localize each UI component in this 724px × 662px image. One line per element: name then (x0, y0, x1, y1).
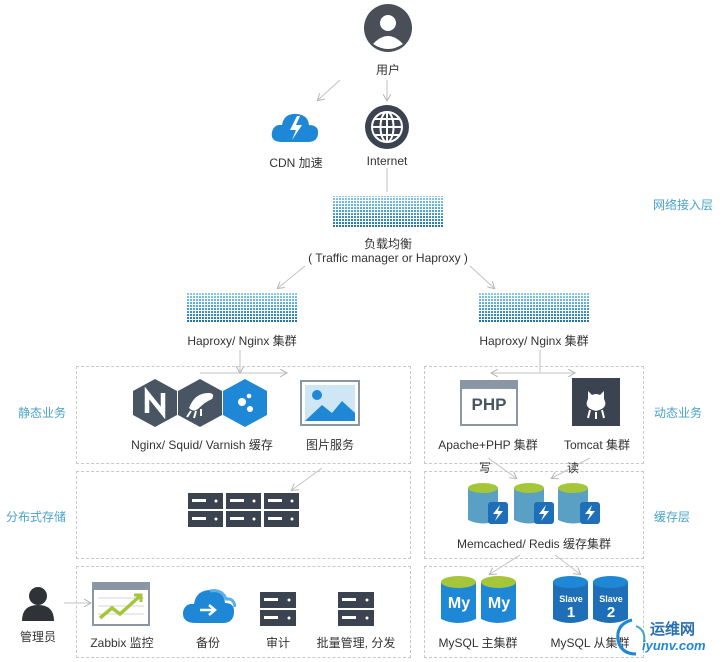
php-window-icon (460, 380, 518, 426)
php-icon-text: PHP (471, 395, 507, 414)
haproxy-right-rack-icon (478, 293, 590, 323)
mysql-master-cylinders-icon (441, 576, 516, 623)
layer-network-label: 网络接入层 (653, 198, 714, 212)
zabbix-label: Zabbix 监控 (90, 636, 154, 650)
line-tomcat-read (552, 457, 591, 478)
layer-dynamic-label: 动态业务 (654, 406, 703, 420)
monitor-chart-icon (92, 582, 150, 626)
mysql-master-label: MySQL 主集群 (438, 636, 518, 650)
memcached-label: Memcached/ Redis 缓存集群 (456, 537, 612, 551)
batch-label: 批量管理, 分发 (316, 636, 396, 650)
nginx-hexagon-icon (133, 379, 177, 427)
haproxy-left-rack-icon (186, 293, 298, 323)
watermark-text: 运维网 (650, 621, 696, 638)
load-balancer-rack-icon (332, 196, 444, 228)
layer-cache-label: 缓存层 (654, 510, 691, 524)
db-layer-box (424, 566, 644, 658)
storage-layer-box (76, 471, 411, 559)
watermark-logo: 运维网 iyunv.com (612, 616, 720, 658)
globe-icon (365, 105, 409, 149)
image-icon (300, 380, 360, 426)
audit-label: 审计 (265, 636, 290, 650)
mysql-slave-label: MySQL 从集群 (550, 636, 630, 650)
admin-user-icon (22, 587, 54, 621)
cloud-backup-icon (182, 589, 236, 623)
layer-static-label: 静态业务 (18, 406, 67, 420)
slave-2-number: 2 (606, 604, 616, 621)
line-lb-right (469, 265, 494, 288)
cache-cylinders-icon (468, 483, 600, 524)
write-label: 写 (478, 461, 491, 475)
watermark-swirl-icon (616, 618, 646, 656)
batch-server-icon (338, 592, 374, 626)
line-php-write (487, 457, 516, 478)
storage-servers-icon (188, 493, 299, 527)
user-icon (364, 4, 412, 52)
audit-server-icon (260, 592, 296, 626)
cache-layer-box (424, 471, 644, 559)
mysql-master-my-text-2: My (487, 595, 511, 612)
internet-label: Internet (366, 154, 408, 168)
haproxy-left-label: Haproxy/ Nginx 集群 (187, 334, 297, 348)
squid-hexagon-icon (178, 379, 222, 427)
slave-2-caption: Slave (599, 594, 623, 604)
load-balancer-subtitle: ( Traffic manager or Haproxy ) (308, 251, 468, 265)
admin-label: 管理员 (19, 630, 56, 644)
tomcat-label: Tomcat 集群 (563, 438, 630, 452)
varnish-hexagon-icon (223, 379, 267, 427)
dynamic-layer-box (424, 366, 644, 464)
cdn-label: CDN 加速 (269, 156, 323, 170)
mysql-master-my-text-1: My (447, 595, 471, 612)
backup-label: 备份 (195, 636, 220, 650)
ops-layer-box (76, 566, 411, 658)
cloud-lightning-icon (271, 113, 319, 142)
line-lb-left (278, 265, 306, 288)
line-user-cdn (318, 79, 341, 100)
slave-1-number: 1 (566, 604, 576, 621)
load-balancer-title: 负载均衡 (363, 237, 412, 251)
tomcat-icon (572, 378, 620, 426)
image-service-label: 图片服务 (305, 438, 354, 452)
user-label: 用户 (375, 63, 400, 77)
watermark-url: iyunv.com (642, 638, 706, 653)
haproxy-right-label: Haproxy/ Nginx 集群 (479, 334, 589, 348)
nginx-cache-label: Nginx/ Squid/ Varnish 缓存 (131, 438, 273, 452)
slave-1-caption: Slave (559, 594, 583, 604)
read-label: 读 (566, 461, 579, 475)
static-layer-box (76, 366, 411, 464)
layer-storage-label: 分布式存储 (6, 510, 67, 524)
mysql-slave-cylinders-icon (553, 576, 628, 623)
apache-php-label: Apache+PHP 集群 (438, 438, 538, 452)
